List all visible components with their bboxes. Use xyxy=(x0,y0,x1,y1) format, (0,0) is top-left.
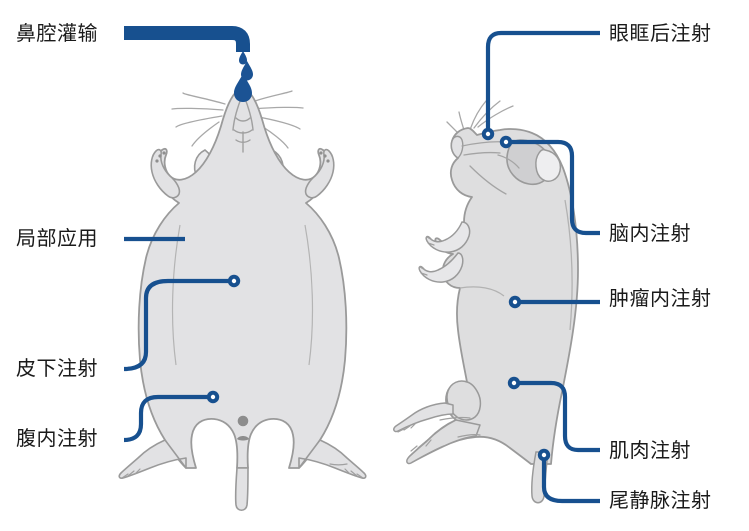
intracerebral-marker[interactable] xyxy=(499,135,513,149)
belly-dot xyxy=(237,415,249,427)
ventral-view-mouse xyxy=(118,86,367,512)
label-intracerebral: 脑内注射 xyxy=(609,221,691,245)
hindlimbs-ventral xyxy=(118,439,367,479)
droplet-small xyxy=(239,51,247,65)
intramuscular-marker[interactable] xyxy=(507,376,521,390)
ear-lateral xyxy=(506,139,562,186)
tail-ventral xyxy=(234,467,249,512)
label-subcutaneous: 皮下注射 xyxy=(16,356,98,380)
label-intraperitoneal: 腹内注射 xyxy=(16,426,98,450)
pipette-tube-connector xyxy=(124,26,250,52)
snout-lateral xyxy=(450,135,464,159)
subcutaneous-marker[interactable] xyxy=(227,274,241,288)
label-intramuscular: 肌肉注射 xyxy=(609,438,691,462)
droplets-group xyxy=(234,51,253,102)
belly-mark xyxy=(237,436,249,441)
intracerebral-connector xyxy=(508,139,600,236)
injection-site-markers xyxy=(206,127,551,462)
label-topical: 局部应用 xyxy=(16,226,98,250)
intraperitoneal-marker[interactable] xyxy=(206,390,220,404)
droplet-medium xyxy=(241,61,253,81)
intramuscular-connector xyxy=(516,380,600,453)
forepaws-ventral xyxy=(150,148,335,199)
label-retro-orbital: 眼眶后注射 xyxy=(609,21,712,45)
tail-vein-marker[interactable] xyxy=(537,448,551,462)
retro-orbital-connector xyxy=(485,30,600,132)
subcutaneous-connector xyxy=(123,278,232,372)
lateral-view-mouse xyxy=(393,100,579,504)
intraperitoneal-connector xyxy=(123,394,211,443)
label-tail-vein: 尾静脉注射 xyxy=(609,488,712,512)
tail-vein-connector xyxy=(541,457,600,504)
connectors xyxy=(123,26,600,504)
intratumoral-marker[interactable] xyxy=(508,295,522,309)
label-intratumoral: 肿瘤内注射 xyxy=(609,286,712,310)
lateral-contour-lines xyxy=(459,199,573,331)
droplet-large xyxy=(234,74,252,102)
hindlimb-lateral xyxy=(393,380,482,465)
forelimbs-lateral xyxy=(418,221,471,283)
label-intranasal: 鼻腔灌输 xyxy=(16,21,98,45)
retro-orbital-marker[interactable] xyxy=(481,127,495,141)
